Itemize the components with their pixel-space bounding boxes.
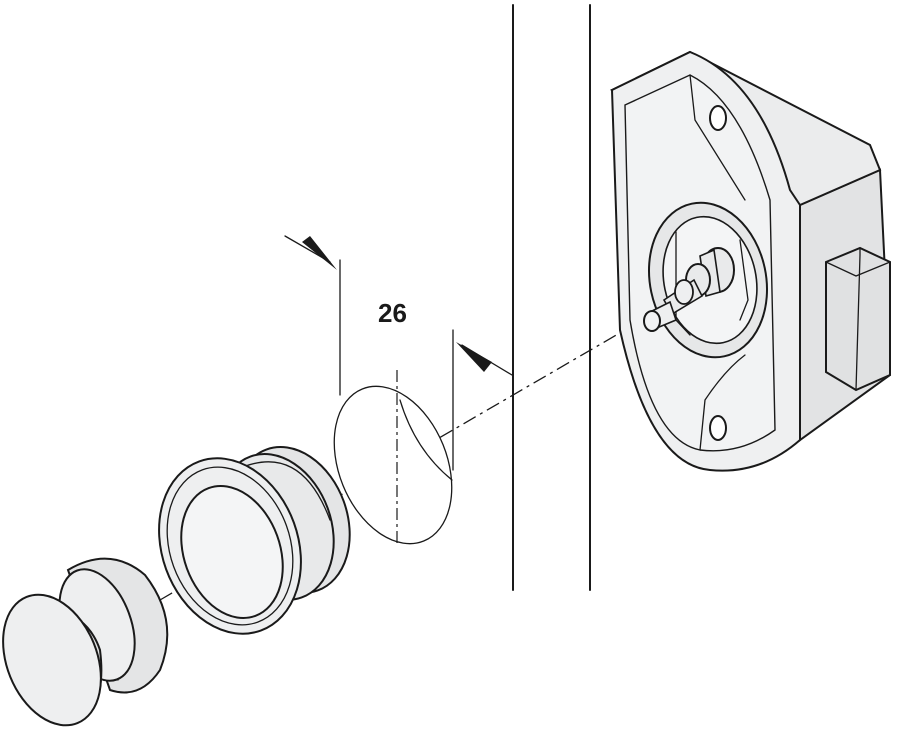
screw-hole-bottom	[709, 415, 727, 441]
dimension-26: 26	[284, 235, 513, 471]
spindle-tip	[643, 310, 661, 332]
drill-hole	[333, 370, 453, 545]
push-button-lock-body	[609, 50, 892, 472]
dimension-arrow-right	[456, 342, 492, 372]
lock-spindle	[643, 247, 735, 332]
screw-hole-top	[709, 105, 727, 131]
mushroom-knob	[2, 593, 103, 727]
dimension-arrow-left	[302, 236, 337, 270]
recessed-ring-pull	[158, 446, 351, 635]
cabinet-door-panel	[512, 4, 591, 591]
dimension-label: 26	[378, 298, 407, 328]
